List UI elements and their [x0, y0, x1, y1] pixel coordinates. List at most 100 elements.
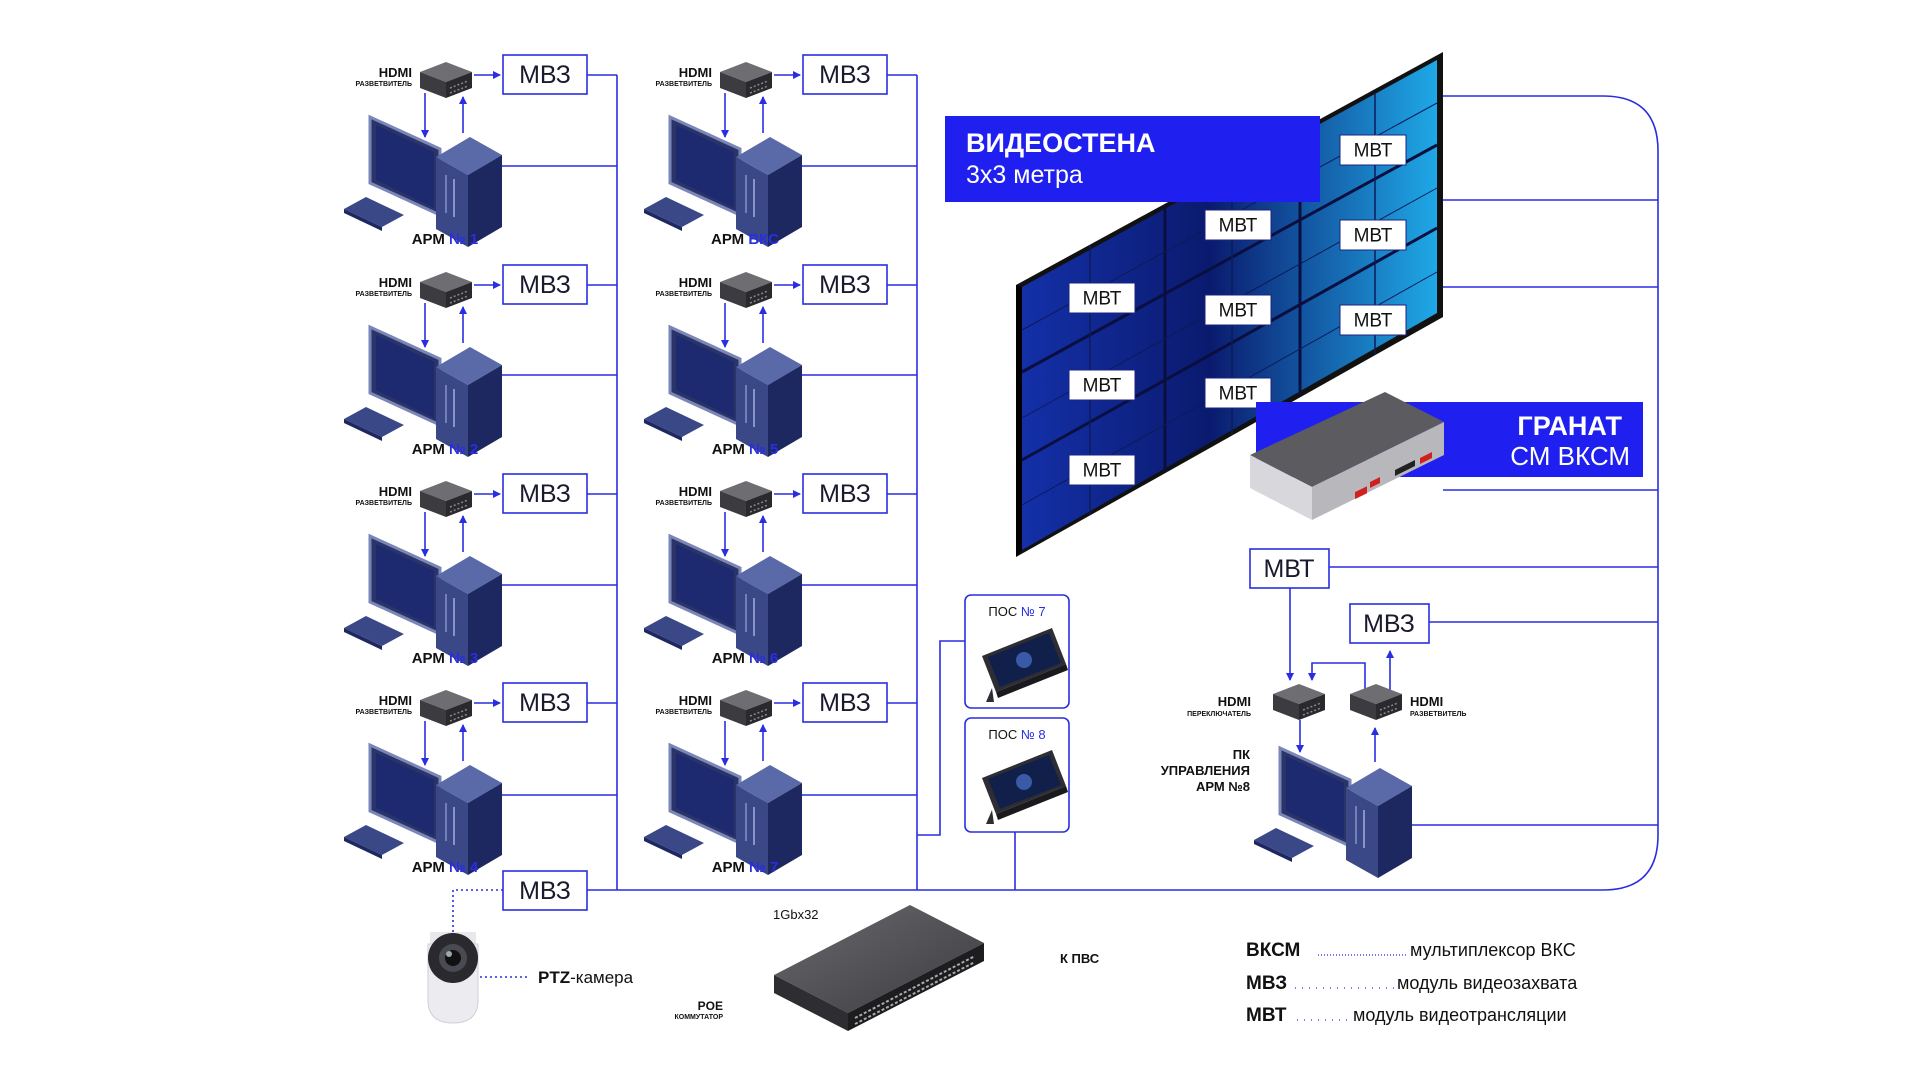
mvz-box	[502, 682, 588, 723]
workstation-label: АРМ № 6	[712, 650, 779, 667]
control-mvz-box	[1349, 603, 1430, 644]
switch-name: POE	[698, 999, 723, 1013]
mvz-label: МВЗ	[519, 689, 571, 717]
workstation-pc-icon	[342, 115, 504, 249]
mvt-tile: МВТ	[1068, 369, 1136, 401]
workstation-label: АРМ ВКС	[711, 231, 779, 248]
workstation-pc-icon	[642, 743, 804, 877]
videowall-banner	[945, 116, 1320, 202]
granat-device-icon	[1250, 392, 1444, 520]
workstation-pc-icon	[642, 115, 804, 249]
mvz-label: МВЗ	[819, 689, 871, 717]
mvt-tile: МВТ	[1339, 134, 1407, 166]
workstation-pc-icon	[642, 325, 804, 459]
mvz-box	[502, 54, 588, 95]
workstation-label: АРМ № 7	[712, 859, 779, 876]
workstation-pc-icon	[642, 534, 804, 668]
splitter-label: HDMI	[679, 484, 712, 499]
splitter-sublabel: РАЗВЕТВИТЕЛЬ	[356, 81, 412, 88]
ptz-camera-icon	[427, 932, 479, 1024]
mvt-tile: МВТ	[1339, 219, 1407, 251]
workstation-label: АРМ № 3	[412, 650, 479, 667]
workstation-label: АРМ № 1	[412, 231, 479, 248]
granat-subtitle: СМ ВКСМ	[1510, 441, 1630, 471]
pos-8-label: ПОС № 8	[988, 727, 1045, 742]
splitter-sublabel: РАЗВЕТВИТЕЛЬ	[356, 291, 412, 298]
hdmi-switcher-icon	[1272, 683, 1326, 721]
splitter-sublabel: РАЗВЕТВИТЕЛЬ	[656, 500, 712, 507]
svg-text:МВТ: МВТ	[1083, 376, 1122, 397]
workstation-pc-icon	[342, 534, 504, 668]
poe-switch-icon	[774, 905, 984, 1031]
switcher-label: HDMI	[1218, 694, 1251, 709]
switch-subname: КОММУТАТОР	[675, 1014, 724, 1021]
splitter-sublabel: РАЗВЕТВИТЕЛЬ	[656, 291, 712, 298]
to-pvs-label: К ПВС	[1060, 951, 1100, 966]
workstation-label: АРМ № 4	[412, 859, 479, 876]
control-pc-line1: ПК	[1233, 747, 1250, 762]
mvz-box	[802, 54, 888, 95]
granat-title: ГРАНАТ	[1517, 411, 1622, 441]
videowall-title: ВИДЕОСТЕНА	[966, 128, 1155, 158]
workstation-pc-icon	[342, 325, 504, 459]
splitter-sublabel: РАЗВЕТВИТЕЛЬ	[356, 709, 412, 716]
hdmi-splitter-icon	[719, 61, 773, 99]
svg-text:МВТ: МВТ	[1354, 311, 1393, 332]
mvz-label: МВЗ	[819, 271, 871, 299]
mvt-tile: МВТ	[1068, 282, 1136, 314]
control-pc-line2: УПРАВЛЕНИЯ	[1161, 763, 1250, 778]
hdmi-splitter-icon	[419, 689, 473, 727]
mvz-box	[802, 473, 888, 514]
mvz-box	[502, 473, 588, 514]
hdmi-splitter-icon	[719, 689, 773, 727]
pos-7-label: ПОС № 7	[988, 604, 1045, 619]
splitter-label: HDMI	[679, 65, 712, 80]
legend: ВКСМ мультиплексор ВКС МВЗ модуль видеоз…	[1246, 940, 1578, 1026]
hdmi-splitter-control-icon	[1349, 683, 1403, 721]
workstation-pc-icon	[342, 743, 504, 877]
splitter-label: HDMI	[379, 693, 412, 708]
svg-text:МВТ: МВТ	[1083, 461, 1122, 482]
splitter-label: HDMI	[379, 275, 412, 290]
svg-text:МВТ: МВТ	[1354, 226, 1393, 247]
mvz-label: МВЗ	[819, 480, 871, 508]
mvz-box	[502, 264, 588, 305]
hdmi-splitter-icon	[719, 480, 773, 518]
legend-desc-2: модуль видеозахвата	[1397, 973, 1578, 993]
control-splitter-label: HDMI	[1410, 694, 1443, 709]
splitter-label: HDMI	[679, 693, 712, 708]
svg-text:МВТ: МВТ	[1219, 384, 1258, 405]
mvt-tile: МВТ	[1204, 209, 1272, 241]
workstation-label: АРМ № 5	[712, 441, 779, 458]
mvz-label: МВЗ	[519, 480, 571, 508]
hdmi-splitter-icon	[719, 271, 773, 309]
hdmi-splitter-icon	[419, 480, 473, 518]
switcher-sublabel: ПЕРЕКЛЮЧАТЕЛЬ	[1187, 711, 1251, 718]
splitter-sublabel: РАЗВЕТВИТЕЛЬ	[356, 500, 412, 507]
splitter-label: HDMI	[379, 65, 412, 80]
hdmi-splitter-icon	[419, 271, 473, 309]
splitter-sublabel: РАЗВЕТВИТЕЛЬ	[656, 81, 712, 88]
mvt-tile: МВТ	[1068, 454, 1136, 486]
mvz-label: МВЗ	[519, 61, 571, 89]
workstation-label: АРМ № 2	[412, 441, 479, 458]
mvz-label: МВЗ	[519, 271, 571, 299]
control-mvz-label: МВЗ	[1363, 610, 1415, 638]
mvz-box	[802, 682, 888, 723]
legend-abbr-1: ВКСМ	[1246, 940, 1300, 961]
mvt-tile: МВТ	[1339, 304, 1407, 336]
mvz-camera-box	[502, 870, 588, 911]
splitter-label: HDMI	[679, 275, 712, 290]
switch-speed-label: 1Gbx32	[773, 907, 819, 922]
splitter-label: HDMI	[379, 484, 412, 499]
